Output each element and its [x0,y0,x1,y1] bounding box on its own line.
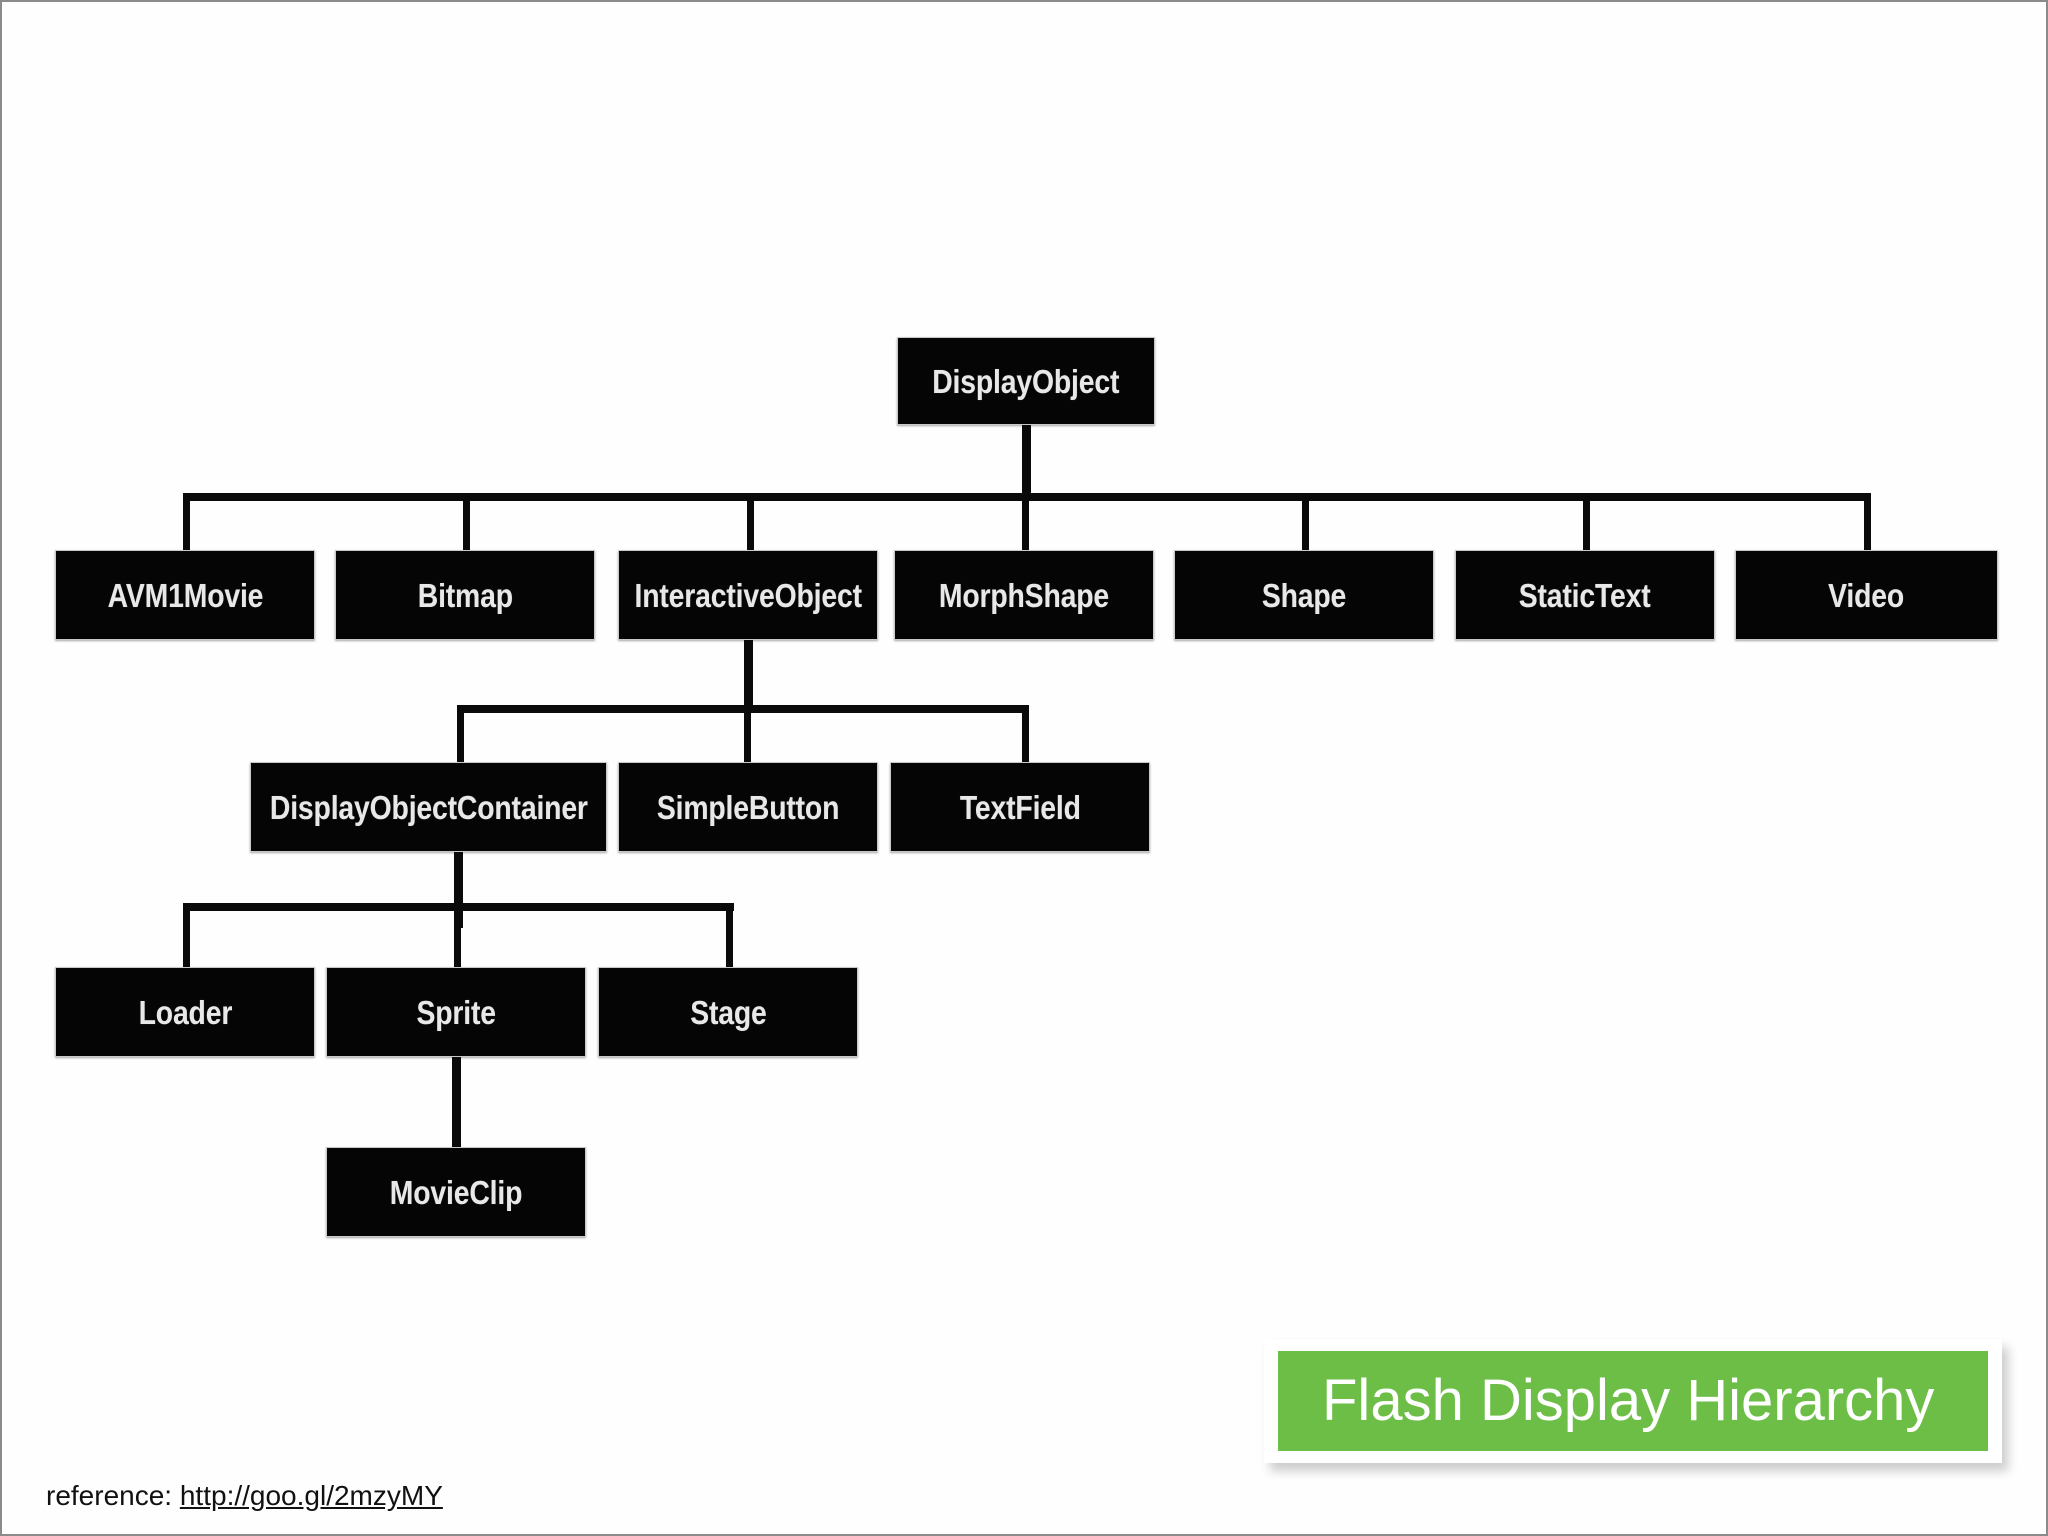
node-stage[interactable]: Stage [598,967,858,1057]
connector-drop-simplebutton [744,705,751,765]
node-simple-button[interactable]: SimpleButton [618,762,878,852]
node-morph-shape[interactable]: MorphShape [894,550,1154,640]
node-label-loader: Loader [138,993,232,1031]
connector-drop-shape [1302,493,1309,550]
connector-sprite-to-movieclip [452,1057,461,1147]
node-label-bitmap: Bitmap [417,576,513,614]
node-video[interactable]: Video [1735,550,1998,640]
node-label-stage: Stage [689,993,767,1031]
connector-drop-avm1movie [183,493,190,550]
reference-footer: reference: http://goo.gl/2mzyMY [46,1480,443,1512]
node-text-field[interactable]: TextField [890,762,1150,852]
node-display-object[interactable]: DisplayObject [897,337,1155,425]
node-label-text-field: TextField [959,788,1081,826]
node-label-static-text: StaticText [1519,576,1651,614]
node-movie-clip[interactable]: MovieClip [326,1147,586,1237]
banner-title-text: Flash Display Hierarchy [1322,1368,1935,1433]
node-static-text[interactable]: StaticText [1455,550,1715,640]
node-label-video: Video [1828,576,1905,614]
connector-displayobject-stem [1022,425,1031,500]
connector-drop-statictext [1583,493,1590,550]
node-bitmap[interactable]: Bitmap [335,550,595,640]
connector-drop-video [1864,493,1871,550]
reference-label: reference: [46,1480,180,1511]
connector-drop-stage [726,903,733,971]
node-display-object-container[interactable]: DisplayObjectContainer [250,762,607,852]
connector-drop-loader [183,903,190,971]
connector-drop-sprite [454,903,461,971]
node-interactive-object[interactable]: InteractiveObject [618,550,878,640]
node-sprite[interactable]: Sprite [326,967,586,1057]
connector-displayobjectcontainer-stem [454,852,463,928]
node-label-avm1movie: AVM1Movie [107,576,263,614]
node-label-simple-button: SimpleButton [656,788,840,826]
connector-drop-bitmap [463,493,470,550]
connector-drop-morphshape [1022,493,1029,550]
connector-interactiveobject-stem [744,640,753,712]
node-label-morph-shape: MorphShape [938,576,1110,614]
title-banner-frame: Flash Display Hierarchy [1264,1339,2002,1463]
node-avm1movie[interactable]: AVM1Movie [55,550,315,640]
title-banner: Flash Display Hierarchy [1278,1351,1988,1451]
connector-drop-displayobjectcontainer [457,705,464,765]
node-label-display-object: DisplayObject [932,362,1120,400]
connector-drop-interactiveobject [747,493,754,550]
connector-drop-textfield [1022,705,1029,765]
node-label-interactive-object: InteractiveObject [634,576,862,614]
node-label-movie-clip: MovieClip [389,1173,523,1211]
reference-link[interactable]: http://goo.gl/2mzyMY [179,1480,443,1511]
node-shape[interactable]: Shape [1174,550,1434,640]
node-label-shape: Shape [1261,576,1347,614]
node-label-sprite: Sprite [416,993,496,1031]
node-loader[interactable]: Loader [55,967,315,1057]
connector-level3-bus [457,705,1029,713]
node-label-display-object-container: DisplayObjectContainer [269,788,588,826]
